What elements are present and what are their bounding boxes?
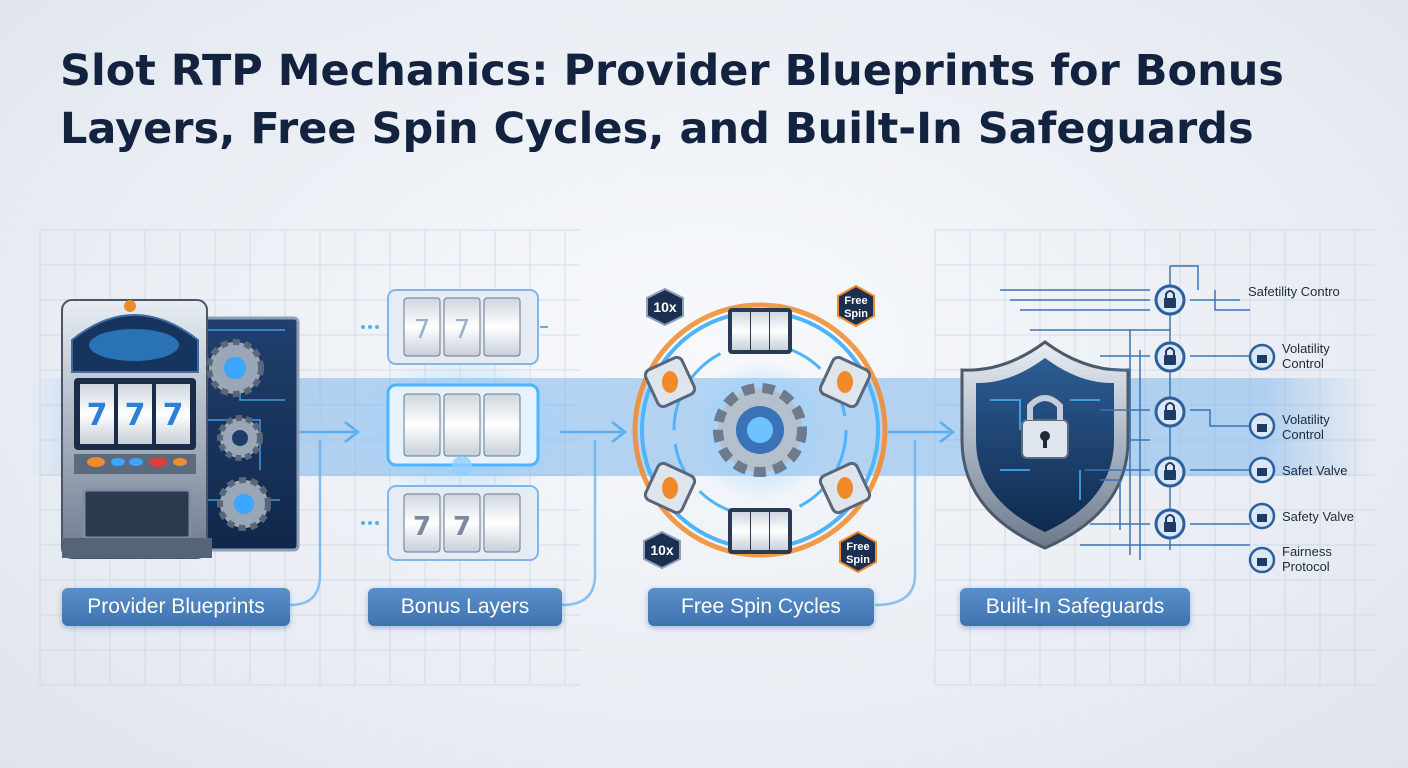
stage-label-provider-blueprints: Provider Blueprints [62,588,290,626]
bonus-layer-middle [353,358,573,498]
flow-connectors [282,421,956,607]
free-spin-badge-bottom: Free Spin [839,530,877,574]
multiplier-badge-bottom: 10x [643,530,681,570]
free-spin-badge-top: Free Spin [837,284,875,328]
lock-icon-legend [1248,343,1276,574]
gear-icon [206,339,271,531]
safeguard-label-1: Safetility Contro [1248,284,1340,299]
reel-symbol-3: 7 [163,398,184,433]
badge-spin-bottom: Spin [846,554,870,566]
stage-label-bonus-layers: Bonus Layers [368,588,562,626]
reel-symbol-4: 7 [414,315,431,345]
gear-icon-center [713,383,807,477]
multiplier-badge-top: 10x [646,287,684,327]
bonus-layer-bottom: 7 7 [387,485,539,561]
badge-10x-bottom: 10x [650,542,674,558]
stage-label-built-in-safeguards: Built-In Safeguards [960,588,1190,626]
page-title: Slot RTP Mechanics: Provider Blueprints … [60,42,1360,158]
badge-10x-top: 10x [653,299,677,315]
badge-free-top: Free [844,295,867,307]
title-line-1: Slot RTP Mechanics: Provider Blueprints … [60,46,1284,96]
reel-symbol-1: 7 [87,398,108,433]
safeguard-label-5: Safety Valve [1282,509,1355,524]
reel-symbol-2: 7 [125,398,146,433]
slot-machine-icon: 7 7 7 [61,299,300,559]
reel-symbol-5: 7 [454,315,471,345]
stage-label-free-spin-cycles: Free Spin Cycles [648,588,874,626]
shield-lock-icon [960,340,1130,550]
arrow-icon [361,325,379,525]
badge-free-bottom: Free [846,541,869,553]
safeguard-label-4: Safet Valve [1282,463,1348,478]
reel-symbol-6: 7 [413,512,431,542]
title-line-2: Layers, Free Spin Cycles, and Built-In S… [60,104,1254,154]
reel-icon-cycle [643,308,872,554]
lock-icon-network [1154,284,1186,540]
reel-symbol-7: 7 [453,512,471,542]
badge-spin-top: Spin [844,308,868,320]
bonus-layer-top: 7 7 [387,289,548,365]
